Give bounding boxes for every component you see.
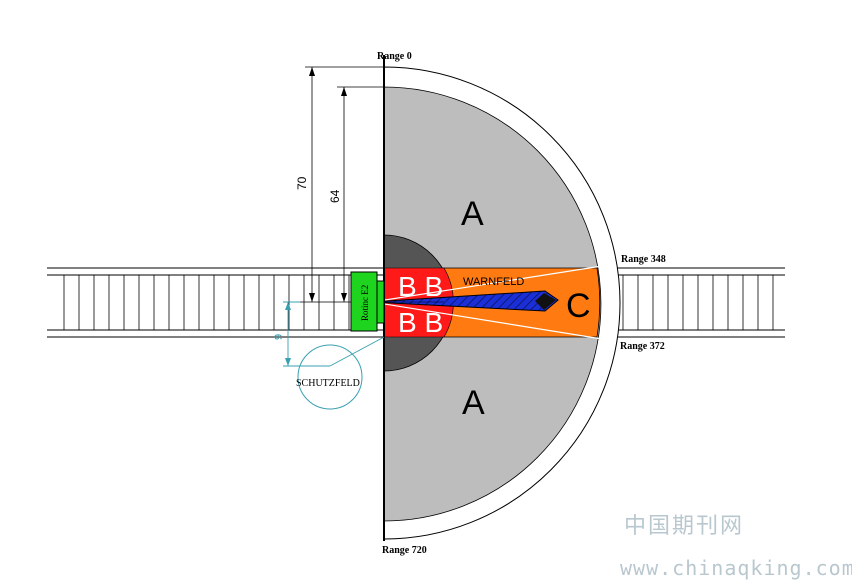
range-720-label: Range 720 [382,545,427,556]
zone-a-bottom-label: A [462,384,485,422]
zone-a-top-label: A [461,195,484,233]
range-348-label: Range 348 [621,254,666,265]
dimension-70-label: 70 [295,176,309,190]
dimension-arrow [309,293,315,302]
protective-field-circle [297,344,363,410]
range-372-label: Range 372 [620,341,665,352]
range-0-label: Range 0 [377,51,412,62]
dimension-arrow [285,302,291,310]
sensor-mount [376,280,385,324]
dimension-arrow [341,87,347,96]
watermark-chinese: 中国期刊网 [624,514,745,539]
dimension-arrow [285,358,291,366]
sensor-label: Rotinc E2 [360,285,370,321]
dimension-arrow [341,293,347,302]
watermark-url: www.chinaqking.com [620,556,852,580]
zone-b-bottom-label: B B [398,307,443,338]
dimension-9-label: 9 [273,334,285,340]
scan-beam [371,290,559,312]
schutzfeld-label: SCHUTZFELD [296,378,360,389]
protective-field-dimension [283,301,385,367]
zone-b-top-label: B B [398,271,443,302]
beam-ray [371,265,603,303]
target-marker [535,293,556,310]
dimension-arrow [309,67,315,76]
beam-ray [371,301,603,340]
warnfeld-label: WARNFELD [463,276,524,288]
zone-c-label: C [566,287,591,325]
dimension-64-label: 64 [328,189,342,203]
dimension-lines [300,66,384,303]
